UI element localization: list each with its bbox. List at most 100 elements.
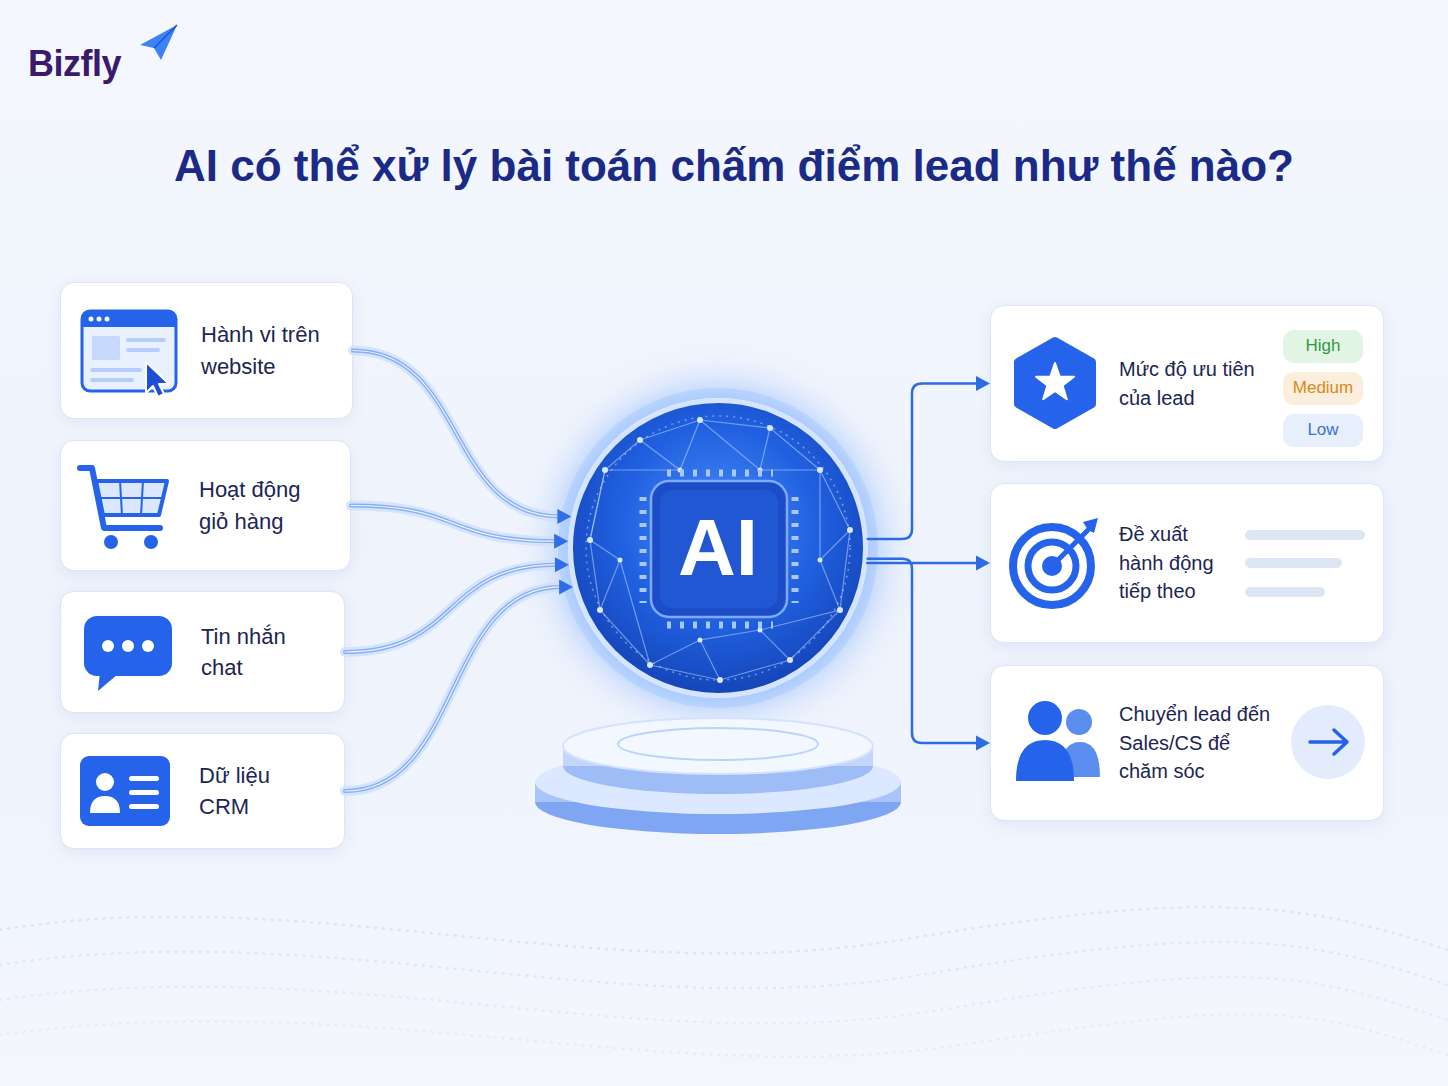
priority-badge: High <box>1283 330 1363 363</box>
browser-dot <box>97 317 102 322</box>
connector-line <box>868 559 978 743</box>
connector <box>868 559 990 751</box>
network-node <box>602 467 608 473</box>
crm-card <box>80 756 170 826</box>
chip-pins <box>640 497 647 603</box>
connector-glow <box>351 506 556 542</box>
network-node <box>647 662 653 668</box>
connector <box>345 579 573 791</box>
pedestal-ring <box>618 728 818 760</box>
priority-hexagon <box>1018 341 1092 425</box>
crm-line <box>129 804 159 809</box>
badge-label: Low <box>1307 418 1338 442</box>
chat-tail <box>98 672 118 691</box>
people-icon-front <box>1028 701 1062 735</box>
network-node <box>847 527 853 533</box>
arrowhead <box>976 556 990 571</box>
network-node <box>818 558 823 563</box>
node-label: Chuyển lead đến Sales/CS để chăm sóc <box>1119 700 1279 785</box>
pedestal-upper-top <box>563 718 873 774</box>
people-icon-back <box>1066 709 1092 735</box>
connector <box>351 506 568 549</box>
crm-person-head <box>96 773 114 791</box>
node-label: Đề xuất hành động tiếp theo <box>1119 520 1234 605</box>
network-links <box>590 420 850 680</box>
node-label: Hành vi trên website <box>201 319 336 381</box>
connector-core <box>345 587 561 791</box>
priority-star <box>1036 363 1074 399</box>
logo-plane-fold <box>154 25 177 48</box>
network-nodes <box>587 417 853 683</box>
cart-basket <box>96 481 167 515</box>
cart-wheel <box>144 535 158 549</box>
badge-label: High <box>1306 334 1341 358</box>
network-node <box>817 467 823 473</box>
priority-badge: Medium <box>1283 372 1363 405</box>
network-node <box>697 417 703 423</box>
ai-chip-face <box>660 490 778 608</box>
chat-dot <box>102 640 114 652</box>
connector-glow <box>345 587 561 791</box>
placeholder-line <box>1250 558 1337 568</box>
wave-dots <box>0 907 1448 953</box>
ai-chip <box>651 481 787 617</box>
chip-pins <box>667 622 773 629</box>
arrowhead <box>557 509 571 524</box>
network-node <box>787 657 793 663</box>
connector-line <box>353 351 559 517</box>
wave-dots <box>0 1014 1448 1056</box>
cart-grid <box>141 481 143 515</box>
connector-line <box>351 506 556 542</box>
connector-core <box>353 351 559 517</box>
arrowhead <box>559 579 573 594</box>
target-ring <box>1013 527 1091 605</box>
browser-image <box>92 336 120 360</box>
node-label: Hoạt động giỏ hàng <box>199 474 334 536</box>
target-fletching <box>1083 518 1098 533</box>
cart-grid <box>120 481 122 515</box>
chat-dot <box>122 640 134 652</box>
logo-plane <box>140 25 177 60</box>
connector-core <box>345 565 557 652</box>
arrowhead <box>976 376 990 391</box>
placeholder-line <box>1250 530 1360 540</box>
arrowhead <box>976 736 990 751</box>
forward-button <box>1291 705 1365 779</box>
chip-pins <box>667 470 773 477</box>
browser-line <box>92 368 140 372</box>
network-node <box>637 437 643 443</box>
connector-core <box>351 506 556 542</box>
network-node <box>767 425 773 431</box>
brand-logo: Bizfly <box>28 44 121 84</box>
badge-label: Medium <box>1293 376 1353 400</box>
browser-bar <box>82 311 176 327</box>
chat-dot <box>142 640 154 652</box>
cursor-icon <box>146 362 169 397</box>
cart-wheel <box>104 535 118 549</box>
ai-core-circle: AI <box>568 398 868 698</box>
connector <box>868 376 990 539</box>
diagram-title: AI có thể xử lý bài toán chấm điểm lead … <box>54 140 1414 193</box>
wave-dots <box>0 942 1448 988</box>
cart-grid <box>99 497 163 499</box>
node-label: Mức độ ưu tiên của lead <box>1119 355 1269 412</box>
connector-glow <box>353 351 559 517</box>
priority-badge: Low <box>1283 414 1363 447</box>
label-slot: Bizfly <box>28 44 121 84</box>
connector-line <box>345 565 557 652</box>
browser-dot <box>89 317 94 322</box>
people-icon-front <box>1016 740 1074 781</box>
placeholder-line <box>1250 587 1320 597</box>
connector <box>353 351 571 524</box>
neural-network <box>590 420 850 680</box>
network-node <box>717 677 723 683</box>
title-slot: AI có thể xử lý bài toán chấm điểm lead … <box>54 140 1414 193</box>
connector <box>345 557 569 652</box>
browser-line <box>92 378 132 382</box>
core-label: AI <box>678 508 758 588</box>
arrowhead <box>555 557 569 572</box>
crm-line <box>129 790 159 795</box>
forward-arrow <box>1310 730 1347 754</box>
connector-line <box>867 562 978 565</box>
node-label: Tin nhắn chat <box>201 621 321 683</box>
